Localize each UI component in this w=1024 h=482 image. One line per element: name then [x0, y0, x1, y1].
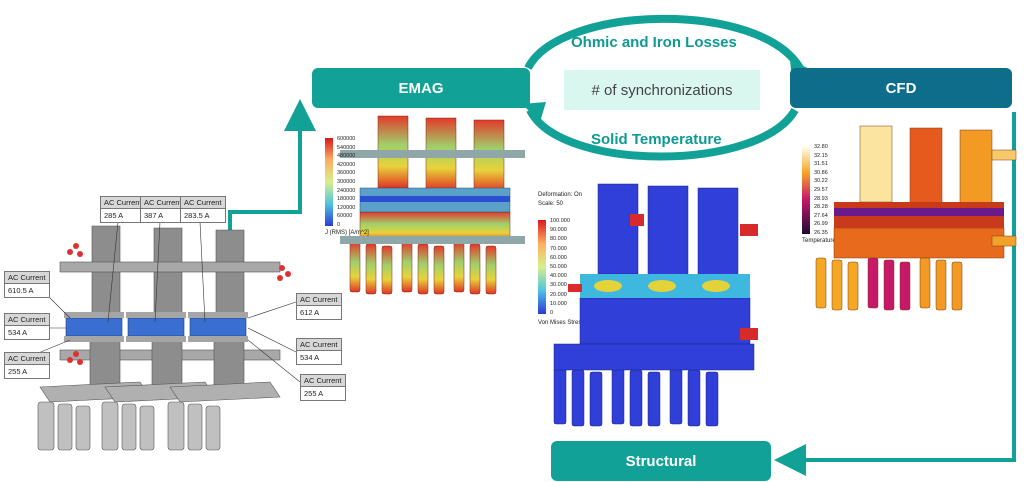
legend-tick-label: 240000: [337, 187, 356, 194]
legend-tick-label: 60000: [337, 213, 353, 220]
legend-tick-label: 28.28: [814, 204, 828, 211]
structural-box: Structural: [551, 441, 771, 481]
legend-tick-label: 20.000: [550, 291, 567, 298]
legend-tick-label: 31.51: [814, 161, 828, 168]
legend-tick-label: 10.000: [550, 300, 567, 307]
arrow-cfd-to-structural: [774, 112, 1016, 476]
legend-tick-label: 420000: [337, 161, 356, 168]
deformation-label: Deformation: On: [538, 192, 583, 198]
legend-tick-label: 0: [550, 310, 554, 316]
legend-tick-label: 360000: [337, 170, 356, 177]
scale-label: Scale: 50: [538, 201, 564, 207]
legend-tick-label: 600000: [337, 136, 356, 142]
legend-tick-label: 0: [337, 222, 341, 228]
structural-color-bar: [538, 220, 546, 314]
arrow-model-to-emag: [228, 99, 316, 236]
legend-tick-label: 70.000: [550, 245, 567, 252]
legend-tick-label: 480000: [337, 153, 356, 160]
emag-current-density-model: [340, 115, 525, 295]
legend-tick-label: 90.000: [550, 227, 567, 234]
legend-tick-label: 30.22: [814, 178, 828, 185]
loop-arrowhead-bottom: [522, 102, 546, 122]
synchronizations-label: # of synchronizations: [564, 70, 760, 110]
legend-tick-label: 540000: [337, 144, 356, 151]
legend-tick-label: 80.000: [550, 236, 567, 243]
legend-tick-label: 30.86: [814, 169, 828, 176]
cfd-color-bar: [802, 146, 810, 234]
legend-tick-label: 60.000: [550, 254, 567, 261]
emag-legend-title: J (RMS) [A/m^2]: [325, 230, 369, 236]
legend-tick-label: 30.000: [550, 282, 567, 289]
legend-tick-label: 32.80: [814, 144, 828, 150]
legend-tick-label: 50.000: [550, 264, 567, 270]
cfd-temperature-model: [815, 125, 1017, 311]
solid-temperature-label: Solid Temperature: [591, 131, 722, 148]
legend-tick-label: 26.99: [814, 221, 828, 228]
legend-tick-label: 28.93: [814, 195, 828, 202]
structural-stress-model: [553, 183, 758, 427]
legend-tick-label: 29.57: [814, 187, 828, 193]
ohmic-iron-losses-label: Ohmic and Iron Losses: [571, 34, 737, 51]
loop-arc-bottom: [526, 107, 799, 161]
cfd-box: CFD: [790, 68, 1012, 108]
busbar-geometry-model: [35, 222, 301, 451]
loop-arc-top: [524, 14, 804, 71]
legend-tick-label: 180000: [337, 196, 356, 203]
legend-tick-label: 100.000: [550, 218, 570, 224]
legend-tick-label: 120000: [337, 204, 356, 211]
legend-tick-label: 32.15: [814, 152, 828, 159]
legend-tick-label: 40.000: [550, 273, 567, 280]
emag-color-bar: [325, 138, 333, 226]
emag-box: EMAG: [312, 68, 530, 108]
legend-tick-label: 27.64: [814, 212, 828, 219]
legend-tick-label: 26.35: [814, 230, 828, 236]
structural-legend-title: Von Mises Stress [MPa]: [538, 320, 602, 326]
legend-tick-label: 300000: [337, 179, 356, 185]
